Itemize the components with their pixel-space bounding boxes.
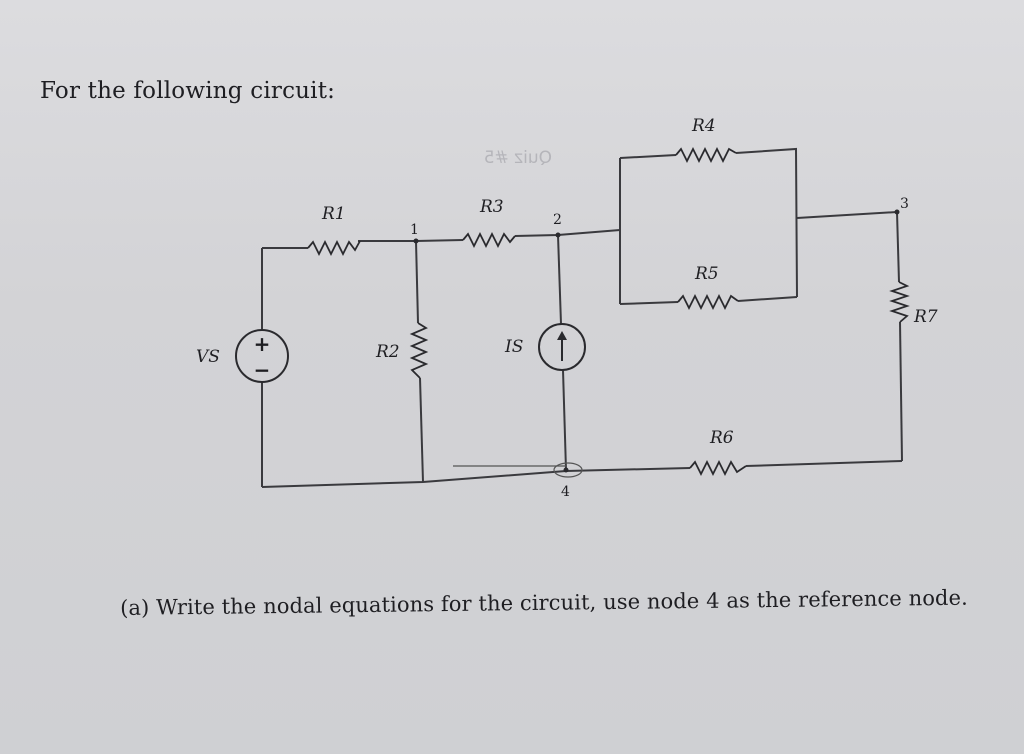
label-node-4: 4 [561,484,570,500]
wires [261,147,903,488]
arrow-head-icon [557,331,567,340]
label-r1: R1 [321,204,346,224]
label-node-3: 3 [900,196,909,212]
label-r7-text: R7 [913,307,938,327]
label-r5: R5 [694,264,719,284]
label-vs-text: VS [196,347,220,367]
label-r3: R3 [479,197,504,217]
label-r2-text: R2 [375,342,400,362]
label-r4-text: R4 [691,116,716,136]
node-dot-3 [894,209,900,215]
node-dot-1 [413,238,419,244]
label-r5-text: R5 [694,264,719,284]
label-vs: VS [196,347,220,367]
intro-text: For the following circuit: [40,78,336,104]
wire-is-node4 [562,369,567,471]
wire-node3-r7 [896,211,900,283]
label-r2: R2 [375,342,400,362]
label-is: IS [504,337,523,357]
label-r7: R7 [913,307,938,327]
node-dot-4 [563,467,569,473]
label-r6-text: R6 [709,428,734,448]
wire-r7-bottom [899,321,903,462]
resistor-r5 [677,293,739,311]
current-source [538,323,586,371]
label-is-text: IS [504,337,523,357]
wire-r1-node1 [358,239,464,242]
wire-bottom-left [261,470,567,488]
label-r6: R6 [709,428,734,448]
wire-to-node3 [796,211,898,219]
resistor-r3 [462,231,516,249]
wire-r5-left [619,301,679,305]
resistor-r4 [675,146,737,164]
resistor-r7 [889,281,910,323]
resistor-r1 [307,239,361,257]
wire-r6-right [745,460,903,467]
wire-r4-right [735,147,798,298]
plus-sign: + [254,332,271,356]
wire-r2-bottom [419,377,424,483]
label-node-2: 2 [553,212,562,228]
wire-r6-left [565,467,691,472]
voltage-source: + − [235,329,289,383]
wire-r5-right [737,296,798,302]
wire-node1-r2 [415,240,419,324]
wire-node2-is [557,234,562,325]
label-r3-text: R3 [479,197,504,217]
node-dot-2 [555,232,561,238]
current-source-circle [538,323,586,371]
wire-r3-node2 [514,229,621,237]
bleed-through-text: Quiz #5 [484,148,552,168]
resistor-r2 [409,322,429,379]
label-r1-text: R1 [321,204,346,224]
label-node-1: 1 [410,222,419,238]
pencil-circle [553,462,583,478]
voltage-source-circle [235,329,289,383]
label-r4: R4 [691,116,716,136]
resistor-r6 [689,459,747,477]
minus-sign: − [254,358,271,382]
wire-r4-left [619,154,677,159]
